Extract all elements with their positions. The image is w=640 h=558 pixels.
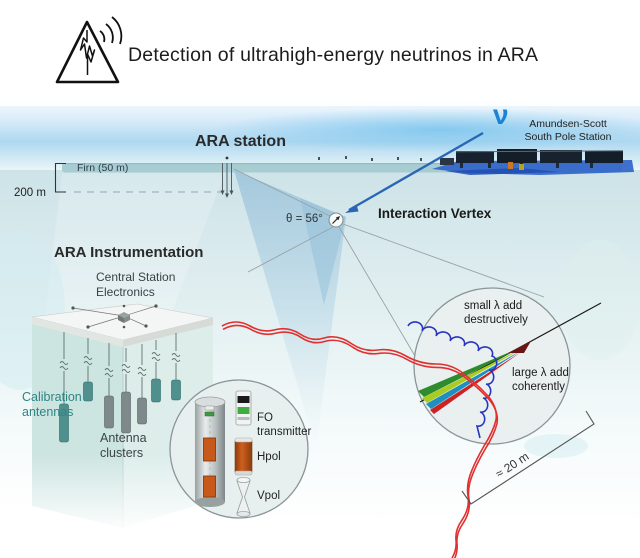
depth-bracket (54, 162, 221, 193)
neutrino-symbol: ν (493, 99, 509, 130)
cse-box (71, 304, 158, 329)
vertex-rays (233, 168, 545, 357)
neutrino-arrow (345, 132, 484, 213)
calibration-antennas-label: Calibration antennas (22, 390, 82, 420)
hpol-component (234, 437, 253, 476)
calibration-antennas (59, 378, 181, 443)
borehole-string (194, 396, 226, 507)
fo-transmitter-label: FO transmitter (257, 412, 312, 439)
ara-station-marker (220, 156, 234, 198)
hpol-label: Hpol (257, 451, 281, 463)
scale-bracket-20m (461, 410, 595, 505)
antenna-clusters (104, 391, 147, 434)
ara-logo-icon (55, 16, 123, 84)
firn-label: Firn (50 m) (77, 162, 129, 174)
south-pole-station (318, 149, 634, 175)
particle-shower-fan (418, 341, 531, 414)
antenna-clusters-label: Antenna clusters (100, 431, 147, 461)
cherenkov-angle-label: θ = 56° (286, 213, 323, 225)
large-lambda-label: large λ add coherently (512, 367, 569, 394)
ara-station-label: ARA station (195, 133, 286, 150)
fo-transmitter-component (235, 390, 252, 426)
instrumentation-heading: ARA Instrumentation (54, 244, 204, 261)
vpol-component (236, 476, 251, 517)
station-name-label: Amundsen-Scott South Pole Station (524, 118, 612, 143)
antenna-detail-inset (169, 379, 309, 519)
large-wavelength-helix (407, 321, 498, 439)
sky (0, 92, 640, 172)
page-title: Detection of ultrahigh-energy neutrinos … (128, 44, 539, 66)
distant-flags (318, 156, 422, 161)
interaction-vertex-marker (328, 212, 344, 228)
vpol-label: Vpol (257, 490, 281, 502)
depth-200m-label: 200 m (14, 187, 46, 199)
small-lambda-label: small λ add destructively (464, 300, 528, 327)
cable-break-marks (59, 350, 181, 378)
cse-label: Central Station Electronics (96, 270, 176, 299)
interaction-vertex-label: Interaction Vertex (378, 206, 492, 221)
shower-zoom-inset (407, 287, 602, 445)
